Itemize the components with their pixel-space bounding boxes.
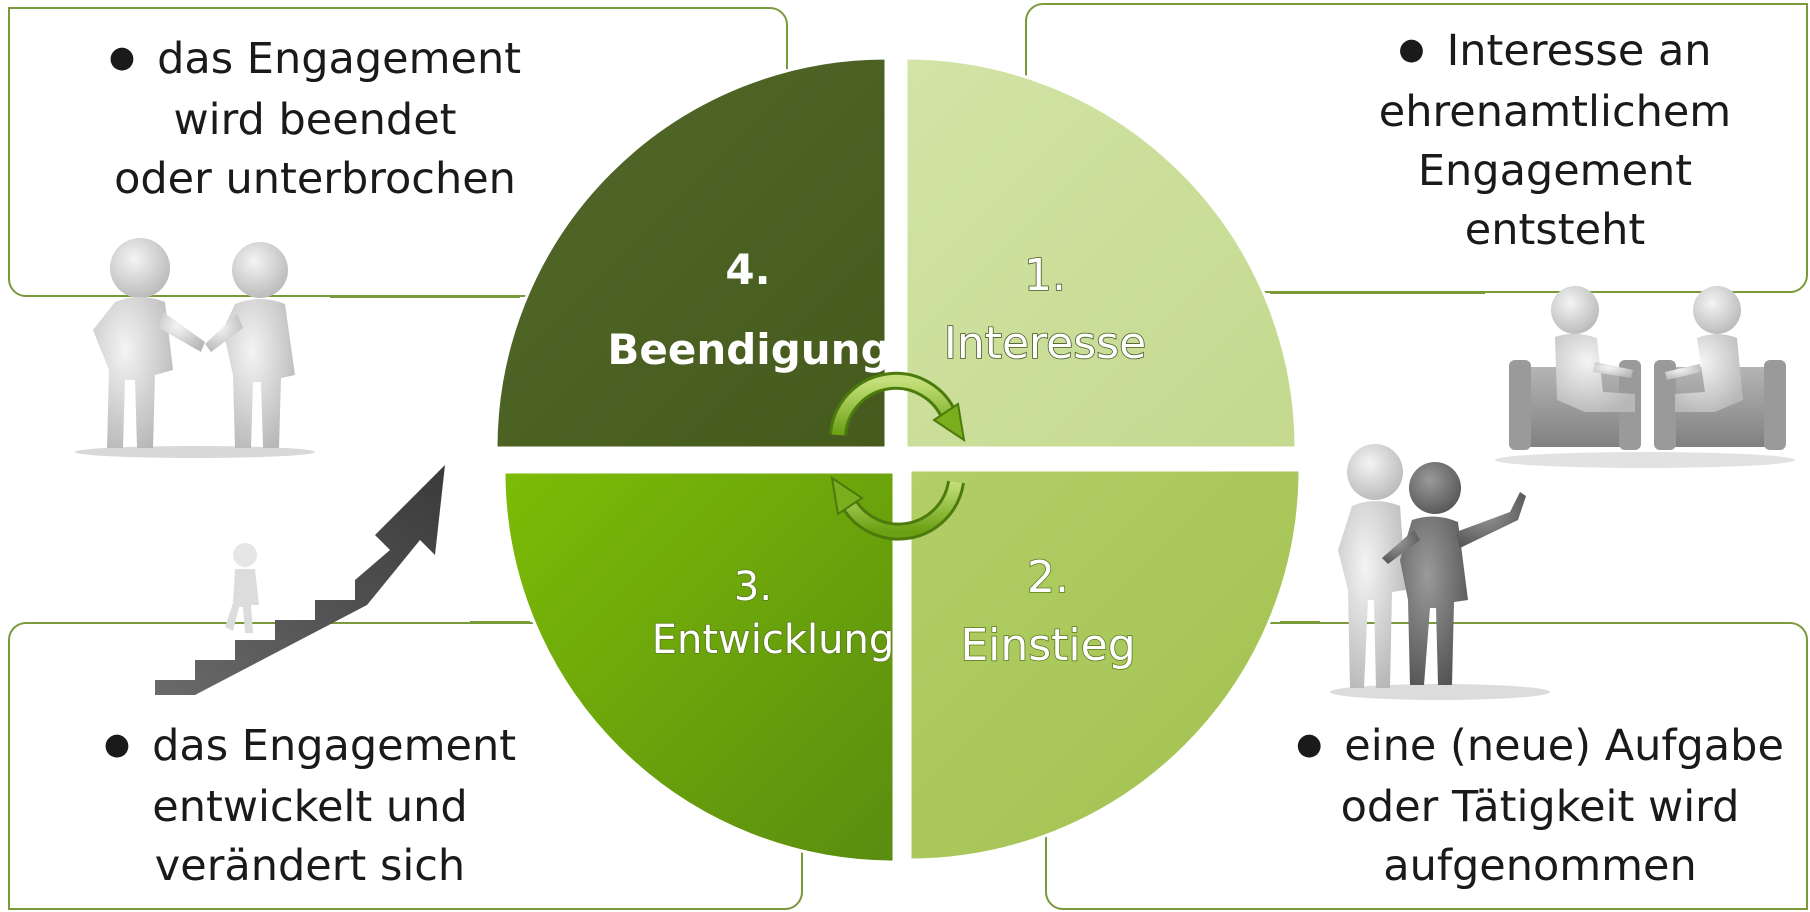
quadrant-number: 4. bbox=[725, 245, 770, 294]
quadrant-name: Beendigung bbox=[607, 325, 890, 374]
bullet-icon: ● bbox=[1398, 32, 1425, 67]
quadrant-number: 2. bbox=[1027, 552, 1069, 603]
quadrant-number: 3. bbox=[734, 564, 772, 610]
box-text-line: das Engagement bbox=[152, 721, 517, 771]
bullet-icon: ● bbox=[103, 727, 131, 762]
box-text-top-left: ● das Engagement wird beendet oder unterb… bbox=[85, 30, 545, 209]
box-text-line: oder Tätigkeit wird bbox=[1340, 782, 1740, 832]
box-text-top-right: ●Interesse an ehrenamtlichem Engagement … bbox=[1360, 22, 1750, 260]
figure-climbing-stairs-arrow-icon bbox=[155, 465, 445, 695]
seated-conversation-figures-icon bbox=[1495, 286, 1795, 468]
box-text-line: oder unterbrochen bbox=[114, 154, 516, 204]
quadrant-einstieg bbox=[908, 468, 1302, 862]
quadrant-name: Einstieg bbox=[960, 620, 1135, 671]
box-text-line: das Engagement bbox=[157, 34, 522, 84]
quadrant-name: Entwicklung bbox=[652, 617, 895, 663]
quadrant-number: 1. bbox=[1024, 250, 1066, 301]
box-text-line: aufgenommen bbox=[1383, 841, 1697, 891]
box-text-bottom-left: ● das Engagement entwickelt und verändert… bbox=[75, 717, 545, 896]
quadrant-interesse bbox=[904, 56, 1298, 450]
box-text-line: Engagement bbox=[1417, 146, 1693, 196]
box-text-line: ehrenamtlichem bbox=[1378, 87, 1732, 137]
box-text-bottom-right: ● eine (neue) Aufgabe oder Tätigkeit wird… bbox=[1290, 717, 1790, 896]
box-text-line: verändert sich bbox=[154, 841, 466, 891]
quadrant-name: Interesse bbox=[944, 318, 1146, 369]
box-text-line: entwickelt und bbox=[152, 782, 468, 832]
box-text-line: eine (neue) Aufgabe bbox=[1344, 721, 1784, 771]
bullet-icon: ● bbox=[108, 40, 136, 75]
box-text-line: entsteht bbox=[1464, 205, 1646, 255]
circular-refresh-arrows-icon bbox=[829, 371, 966, 541]
box-text-line: wird beendet bbox=[173, 95, 457, 145]
quadrant-beendigung bbox=[494, 56, 888, 450]
bullet-icon: ● bbox=[1296, 727, 1323, 762]
two-figures-pointing-icon bbox=[1330, 444, 1550, 700]
quadrant-entwicklung bbox=[502, 470, 896, 864]
box-text-line: Interesse an bbox=[1446, 26, 1712, 76]
handshake-figures-icon bbox=[75, 238, 315, 458]
